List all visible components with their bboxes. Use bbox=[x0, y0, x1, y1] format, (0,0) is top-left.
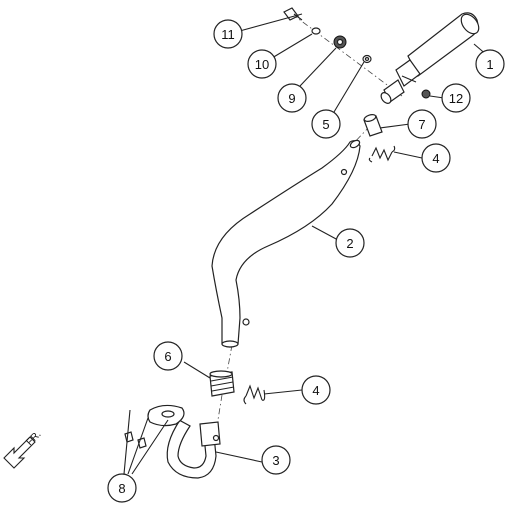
spring-lower-part bbox=[243, 384, 266, 405]
mid-pipe-part bbox=[211, 139, 361, 348]
front-arrow-icon bbox=[3, 436, 36, 469]
callout-8: 8 bbox=[107, 473, 137, 503]
silencer-part bbox=[380, 12, 480, 104]
svg-text:2: 2 bbox=[346, 236, 353, 251]
svg-text:10: 10 bbox=[255, 57, 269, 72]
svg-text:3: 3 bbox=[272, 453, 279, 468]
callout-12: 12 bbox=[441, 83, 471, 113]
callout-1: 1 bbox=[475, 49, 505, 79]
callout-5: 5 bbox=[311, 109, 341, 139]
svg-text:6: 6 bbox=[164, 349, 171, 364]
svg-text:4: 4 bbox=[432, 151, 439, 166]
collar-part bbox=[311, 27, 321, 35]
svg-text:11: 11 bbox=[221, 27, 235, 42]
callout-7: 7 bbox=[407, 109, 437, 139]
svg-text:9: 9 bbox=[288, 91, 295, 106]
callout-2: 2 bbox=[335, 228, 365, 258]
callout-group: 1 2 3 4 4 5 6 7 bbox=[107, 19, 505, 503]
washer-part bbox=[362, 54, 372, 64]
front-label: FR. bbox=[24, 429, 43, 448]
spring-upper-part bbox=[368, 145, 396, 163]
screws-part bbox=[124, 431, 147, 449]
callout-6: 6 bbox=[153, 341, 183, 371]
svg-text:8: 8 bbox=[118, 481, 125, 496]
damper-part bbox=[333, 35, 347, 49]
sleeve-part bbox=[363, 113, 383, 137]
callout-11: 11 bbox=[213, 19, 243, 49]
callout-4-lower: 4 bbox=[301, 375, 331, 405]
callout-4-upper: 4 bbox=[421, 143, 451, 173]
front-direction-indicator: FR. bbox=[3, 429, 44, 469]
header-pipe-part bbox=[147, 404, 221, 479]
callout-10: 10 bbox=[247, 49, 277, 79]
svg-text:4: 4 bbox=[312, 383, 319, 398]
svg-text:5: 5 bbox=[322, 117, 329, 132]
svg-text:12: 12 bbox=[449, 91, 463, 106]
callout-9: 9 bbox=[277, 83, 307, 113]
svg-text:7: 7 bbox=[418, 117, 425, 132]
svg-text:1: 1 bbox=[486, 57, 493, 72]
gasket-part bbox=[209, 370, 235, 397]
leader-lines bbox=[123, 13, 489, 475]
nut-part bbox=[421, 89, 431, 99]
callout-3: 3 bbox=[261, 445, 291, 475]
